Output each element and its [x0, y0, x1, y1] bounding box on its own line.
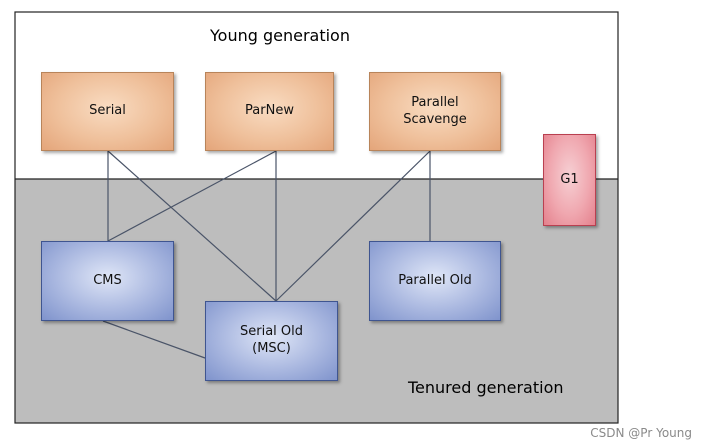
connector-parnew-to-cms	[107, 150, 277, 242]
parallel-old-collector: Parallel Old	[369, 241, 501, 321]
tenured-generation-title: Tenured generation	[408, 378, 564, 397]
g1-collector: G1	[543, 134, 596, 226]
parallel-scavenge-collector: Parallel Scavenge	[369, 72, 501, 151]
serial-old-msc-collector: Serial Old (MSC)	[205, 301, 338, 381]
young-generation-title: Young generation	[210, 26, 350, 45]
connections-layer	[102, 150, 431, 359]
cms-collector: CMS	[41, 241, 174, 321]
serial-collector: Serial	[41, 72, 174, 151]
diagram-frame	[14, 11, 619, 424]
parnew-collector: ParNew	[205, 72, 334, 151]
connector-serial-to-serial-old	[107, 150, 277, 302]
csdn-watermark: CSDN @Pr Young	[590, 426, 692, 440]
connector-cms-to-serial-old	[102, 320, 206, 359]
connector-parallel-scavenge-to-serial-old	[275, 150, 431, 302]
